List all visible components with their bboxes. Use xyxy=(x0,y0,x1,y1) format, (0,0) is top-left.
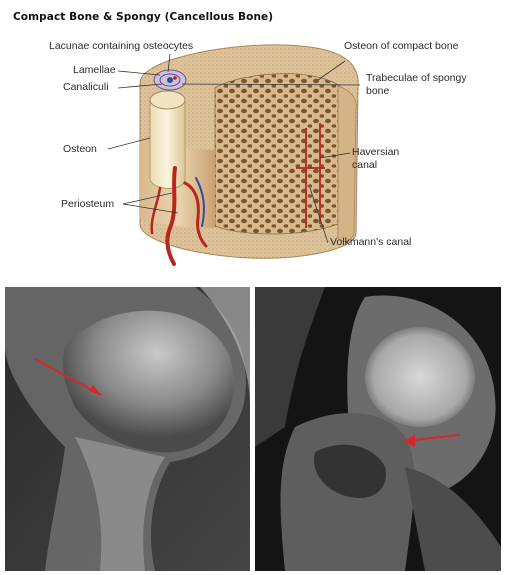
xray-image xyxy=(5,287,250,571)
label-osteon: Osteon xyxy=(63,143,97,155)
label-lamellae: Lamellae xyxy=(73,64,116,76)
label-canaliculi: Canaliculi xyxy=(63,81,109,93)
xray-graphic xyxy=(5,287,250,571)
label-osteon-compact: Osteon of compact bone xyxy=(344,40,458,52)
bone-diagram: Lacunae containing osteocytes Lamellae C… xyxy=(0,28,505,276)
osteon-cylinder xyxy=(150,98,185,188)
osteon-top xyxy=(150,91,185,109)
label-periosteum: Periosteum xyxy=(61,198,114,210)
diagram-title: Compact Bone & Spongy (Cancellous Bone) xyxy=(13,11,273,23)
mri-femoral-head xyxy=(365,327,475,427)
label-trabeculae-line2: bone xyxy=(366,85,389,97)
haversian-canal-dot xyxy=(167,77,173,83)
vessel-dot xyxy=(173,76,177,80)
label-volkmann: Volkmann's canal xyxy=(330,236,411,248)
label-haversian-line1: Haversian xyxy=(352,146,399,158)
label-haversian-line2: canal xyxy=(352,159,377,171)
label-lacunae: Lacunae containing osteocytes xyxy=(49,40,193,52)
mri-image xyxy=(255,287,501,571)
label-trabeculae-line1: Trabeculae of spongy xyxy=(366,72,467,84)
spongy-bone xyxy=(215,74,340,234)
mri-graphic xyxy=(255,287,501,571)
